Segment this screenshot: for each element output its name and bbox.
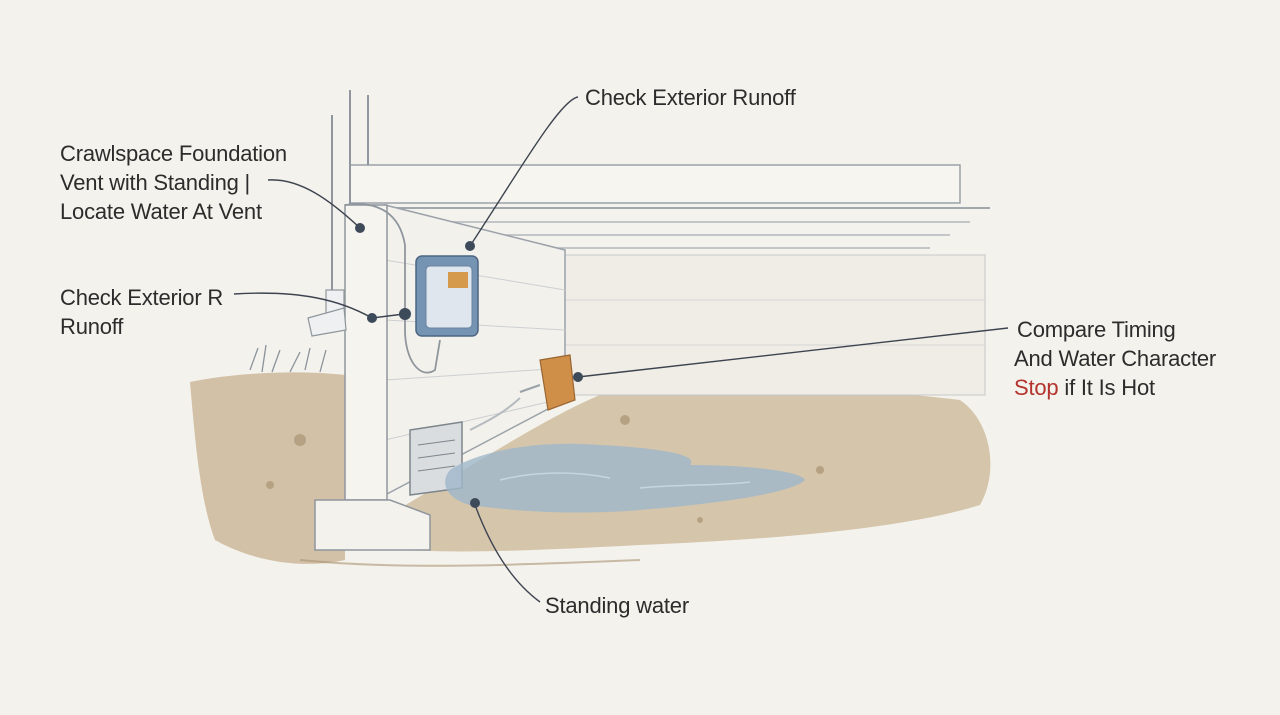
callout-crawlspace-vent-line-2: Vent with Standing |: [60, 170, 251, 195]
standing-water: [445, 443, 805, 513]
callout-compare-timing-line-3: Stop if It Is Hot: [1014, 373, 1216, 402]
callout-check-exterior-r: Check Exterior R Runoff: [60, 283, 223, 341]
dot-standing-water: [470, 498, 480, 508]
stop-warning-word: Stop: [1014, 375, 1059, 400]
dot-crawlspace-vent: [355, 223, 365, 233]
callout-standing-water: Standing water: [545, 591, 689, 620]
dot-check-exterior-r: [367, 313, 377, 323]
callout-check-exterior-runoff-text: Check Exterior Runoff: [585, 85, 796, 110]
callout-standing-water-text: Standing water: [545, 593, 689, 618]
callout-compare-timing: Compare Timing And Water Character Stop …: [1014, 315, 1216, 402]
dot-check-exterior-r-meter: [399, 308, 411, 320]
floor-joists: [349, 164, 990, 249]
callout-crawlspace-vent: Crawlspace Foundation Vent with Standing…: [60, 139, 287, 226]
leader-check-exterior-runoff: [469, 96, 579, 247]
callout-crawlspace-vent-line-1: Crawlspace Foundation: [60, 141, 287, 166]
dot-compare-timing: [573, 372, 583, 382]
leader-compare-timing: [577, 327, 1009, 378]
callout-check-exterior-runoff: Check Exterior Runoff: [585, 83, 796, 112]
leader-check-exterior-r: [233, 292, 373, 319]
callout-compare-timing-line-2: And Water Character: [1014, 346, 1217, 371]
leader-standing-water: [474, 504, 541, 603]
stop-warning-rest: if It Is Hot: [1058, 375, 1155, 400]
callout-check-exterior-r-line-2: Runoff: [60, 314, 124, 339]
conduit-wire: [344, 203, 441, 374]
valve: [469, 354, 576, 431]
callout-crawlspace-vent-line-3: Locate Water At Vent: [60, 199, 262, 224]
back-wall: [564, 254, 986, 396]
dot-check-exterior-runoff: [465, 241, 475, 251]
callout-compare-timing-line-1: Compare Timing: [1017, 317, 1176, 342]
callout-check-exterior-r-line-1: Check Exterior R: [60, 285, 224, 310]
leader-dots: [355, 223, 583, 508]
meter-box: [415, 255, 479, 337]
leader-crawlspace-vent: [267, 179, 361, 229]
leader-lines: [233, 96, 1009, 603]
leader-check-exterior-r-2: [371, 313, 405, 319]
grass: [249, 344, 327, 373]
corner-post: [314, 90, 431, 551]
